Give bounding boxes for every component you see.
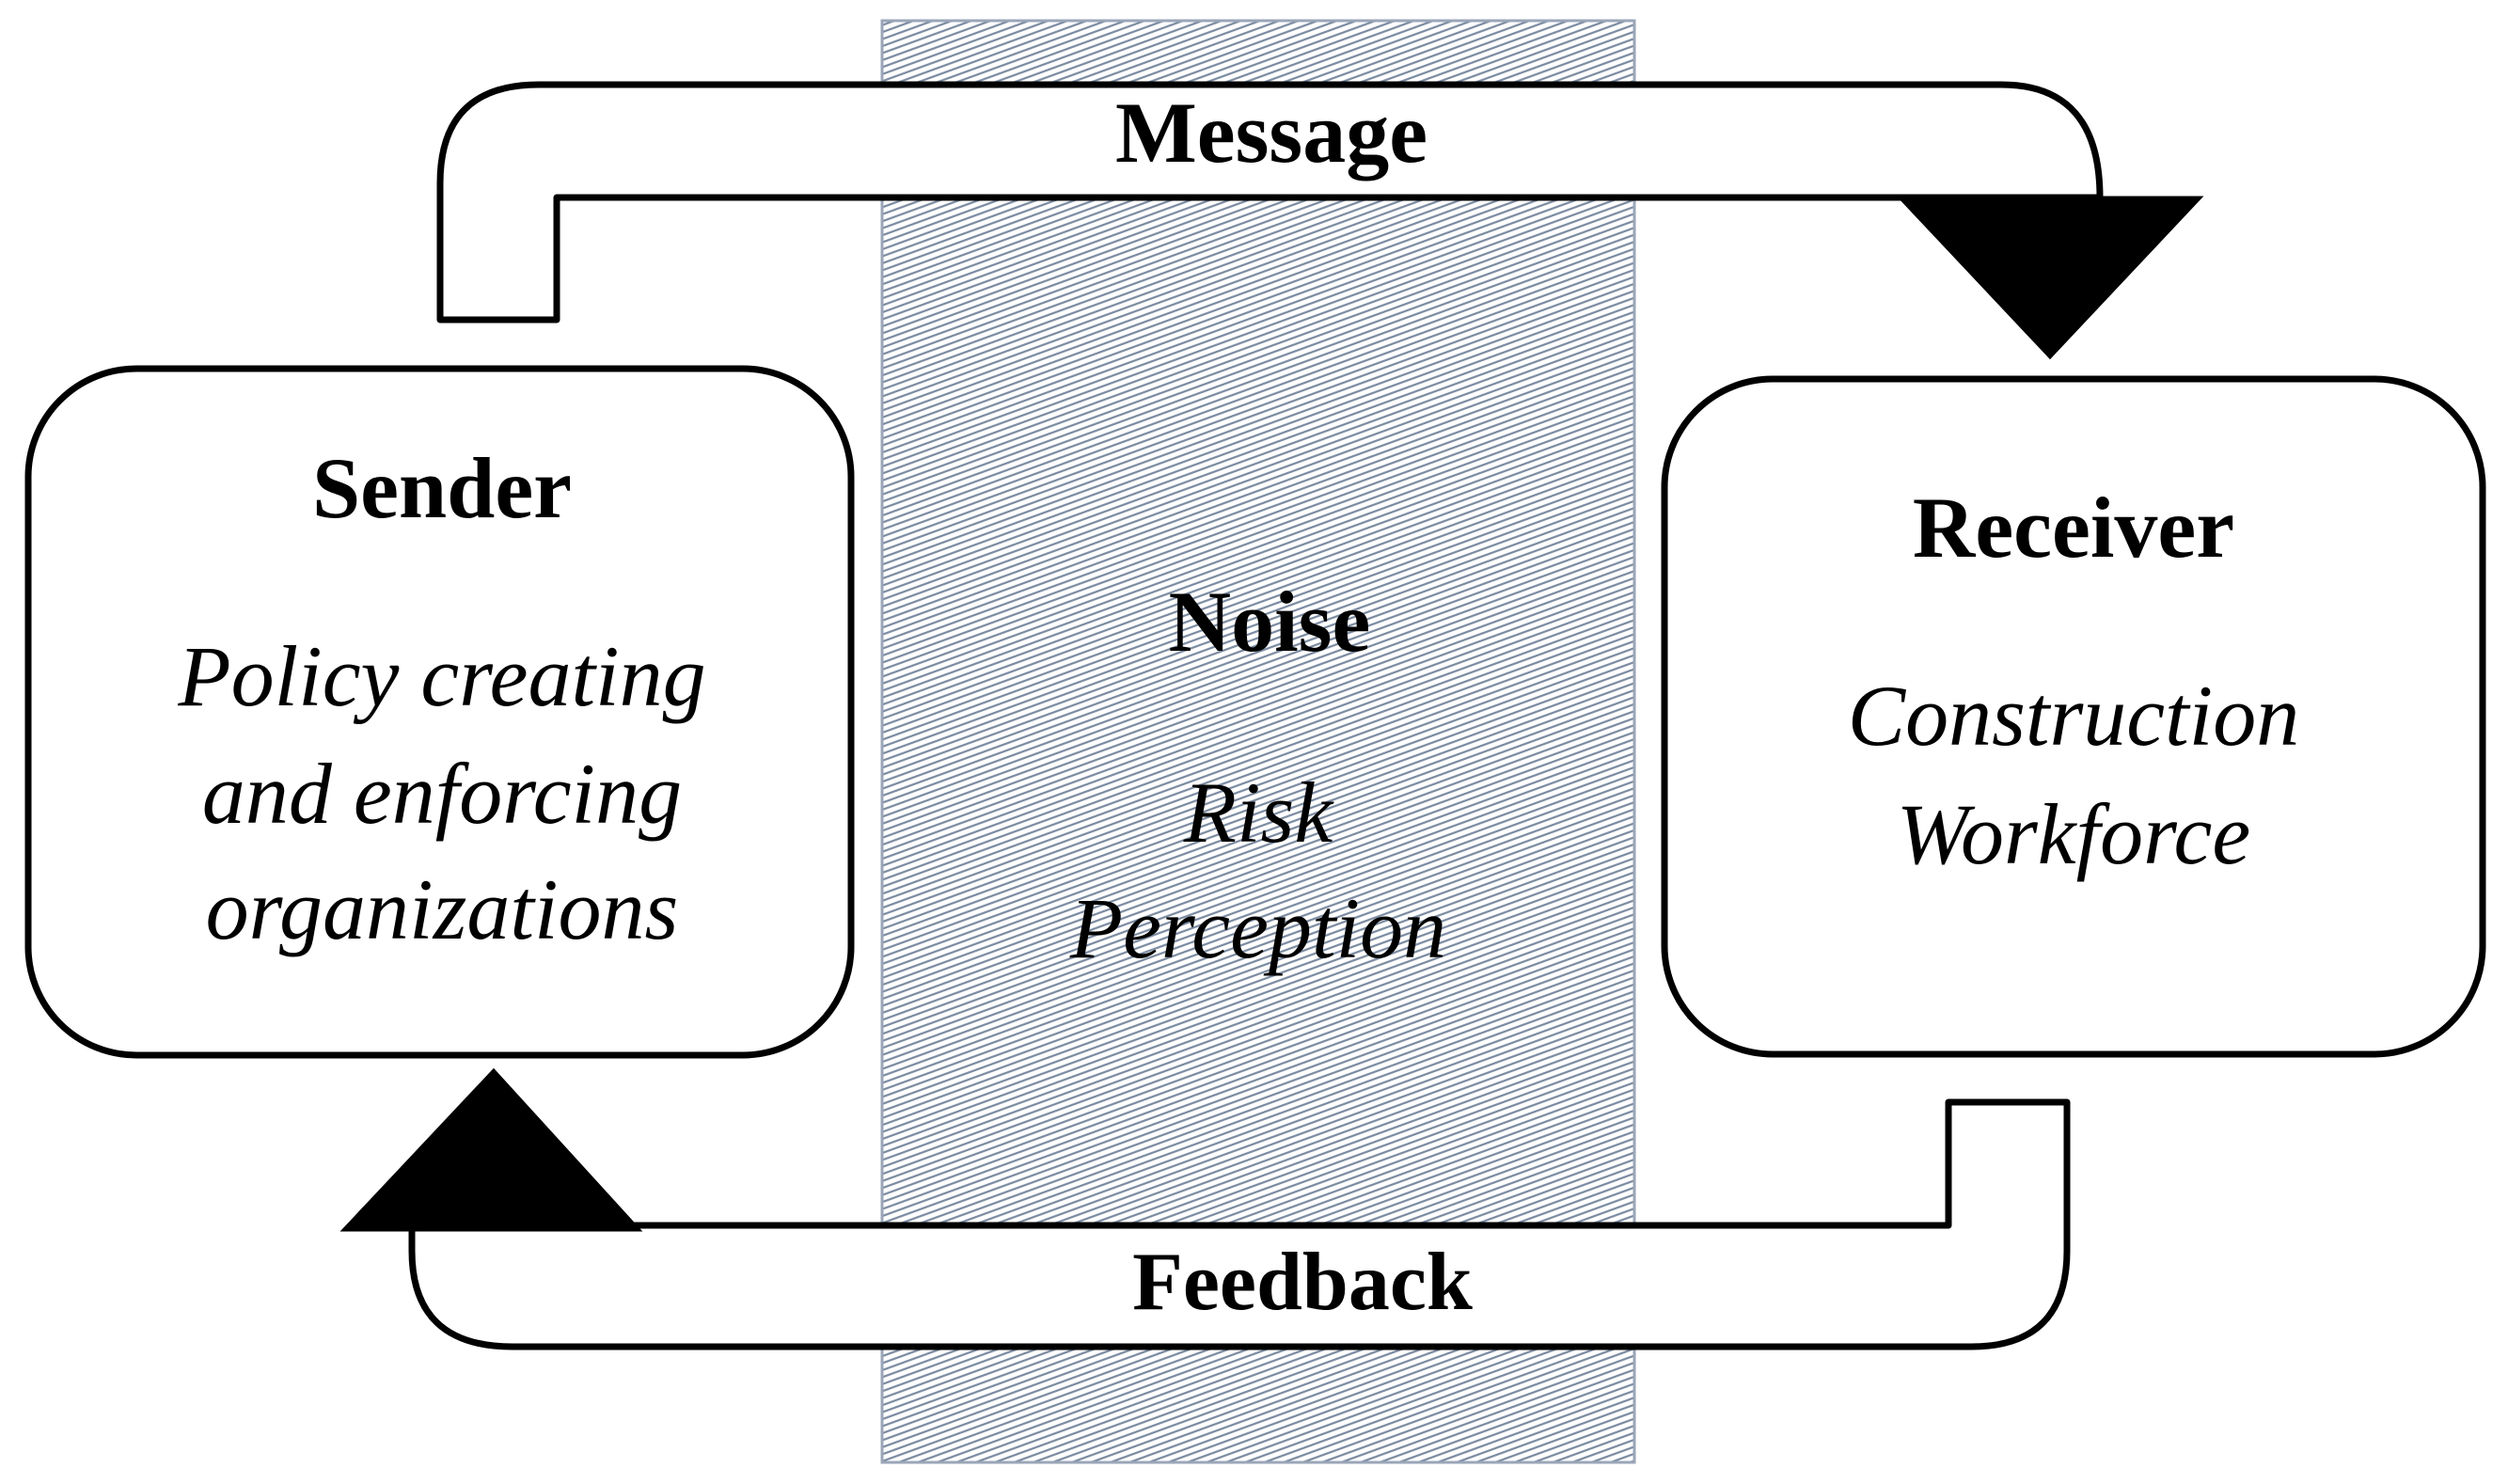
message-arrow-band: [436, 81, 2104, 324]
message-label: Message: [1115, 85, 1428, 181]
sender-box: [24, 365, 855, 1059]
sender-description-line-2: and enforcing: [202, 746, 682, 842]
noise-description-line-1: Risk: [1183, 765, 1335, 860]
sender-description-line-1: Policy creating: [177, 628, 705, 724]
feedback-arrow-band: [408, 1098, 2071, 1350]
receiver-description-line-2: Workforce: [1897, 786, 2250, 882]
noise-title: Noise: [1169, 574, 1371, 670]
sender-title: Sender: [312, 440, 572, 536]
receiver-title: Receiver: [1913, 480, 2234, 576]
noise-description-line-2: Perception: [1069, 880, 1446, 976]
feedback-arrowhead: [339, 1067, 643, 1232]
message-arrowhead: [1896, 196, 2204, 360]
receiver-box: [1661, 375, 2486, 1058]
sender-description-line-3: organizations: [206, 861, 679, 957]
feedback-label: Feedback: [1132, 1237, 1473, 1328]
receiver-description-line-1: Construction: [1848, 668, 2299, 764]
